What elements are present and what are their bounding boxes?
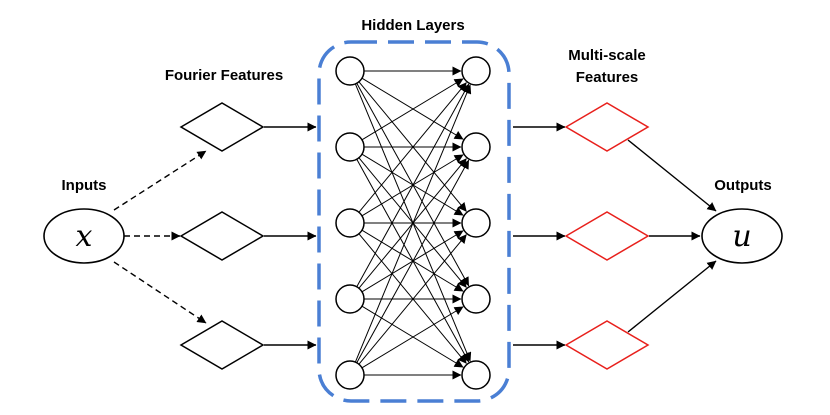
- inputs-label: Inputs: [62, 177, 107, 194]
- hidden-neuron-l2-2: [461, 132, 491, 162]
- input-to-fourier-arrow-top: [113, 150, 207, 211]
- fourier-features-label: Fourier Features: [165, 67, 283, 84]
- hidden-connection-arrow: [358, 82, 467, 213]
- fourier-feature-node-1: [179, 102, 265, 152]
- multiscale-feature-node-1: [564, 102, 650, 152]
- hidden-connection-arrow: [356, 159, 470, 363]
- hidden-layers-label: Hidden Layers: [361, 17, 464, 34]
- hidden-neuron-l2-4: [461, 284, 491, 314]
- hidden-neuron-l1-3: [335, 208, 365, 238]
- hidden-connection-arrow: [356, 83, 470, 287]
- hidden-neuron-l2-3: [461, 208, 491, 238]
- multiscale-to-output-arrow-1: [627, 139, 717, 212]
- multiscale-feature-node-3: [564, 320, 650, 370]
- input-variable: x: [76, 219, 93, 254]
- hidden-neuron-l1-4: [335, 284, 365, 314]
- input-to-fourier-arrow-bottom: [113, 261, 207, 324]
- hidden-neuron-l1-5: [335, 360, 365, 390]
- output-variable: u: [732, 219, 751, 254]
- fourier-feature-node-3: [179, 320, 265, 370]
- hidden-connection-arrow: [358, 234, 467, 365]
- outputs-label: Outputs: [714, 177, 772, 194]
- hidden-neuron-l2-5: [461, 360, 491, 390]
- multiscale-feature-node-2: [564, 211, 650, 261]
- fourier-feature-node-2: [179, 211, 265, 261]
- hidden-layers-box: [317, 40, 511, 403]
- hidden-connection-arrow: [354, 84, 472, 363]
- hidden-layer-connections: [354, 66, 472, 380]
- hidden-neuron-l1-1: [335, 56, 365, 86]
- hidden-connection-arrow: [361, 306, 464, 369]
- output-node: [701, 208, 783, 264]
- multiscale-to-output-arrow-3: [627, 260, 717, 333]
- hidden-connection-arrow: [361, 78, 464, 141]
- multiscale-label-line2: Features: [576, 69, 639, 86]
- hidden-layer-neurons: [335, 56, 491, 390]
- hidden-neuron-l1-2: [335, 132, 365, 162]
- multiscale-label-line1: Multi-scale: [568, 47, 646, 64]
- hidden-neuron-l2-1: [461, 56, 491, 86]
